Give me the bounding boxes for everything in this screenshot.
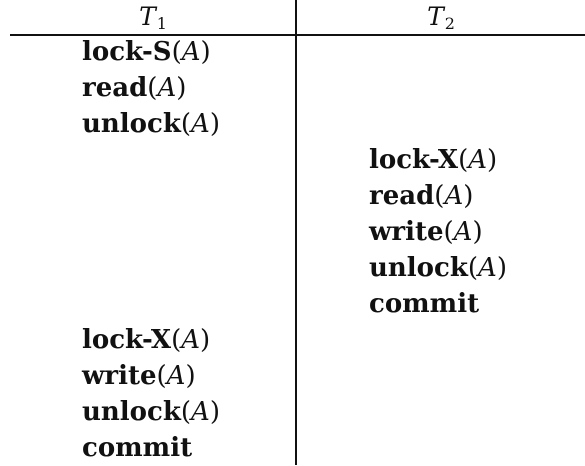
op-variable: A (181, 325, 201, 355)
op-variable: A (181, 37, 201, 67)
op-t1-unlock: unlock(A) (82, 394, 220, 430)
op-keyword: unlock (82, 109, 181, 139)
op-argument: (A) (171, 37, 211, 67)
op-t2-lock-x: lock-X(A) (369, 142, 497, 178)
header-t2: T2 (297, 0, 585, 34)
op-keyword: commit (369, 289, 480, 319)
op-keyword: read (82, 73, 148, 103)
op-variable: A (191, 109, 210, 139)
op-argument: (A) (147, 73, 187, 103)
op-t1-lock-s: lock-S(A) (82, 34, 211, 70)
op-argument: (A) (156, 361, 196, 391)
header-t1: T1 (10, 0, 296, 34)
op-argument: (A) (434, 181, 474, 211)
header-t1-sub: 1 (156, 14, 167, 33)
op-argument: (A) (171, 325, 211, 355)
op-variable: A (166, 361, 186, 391)
op-t1-unlock: unlock(A) (82, 106, 220, 142)
op-variable: A (453, 217, 473, 247)
op-keyword: unlock (82, 397, 181, 427)
op-keyword: commit (82, 433, 193, 463)
op-variable: A (191, 397, 210, 427)
op-variable: A (444, 181, 464, 211)
op-t2-commit: commit (369, 286, 479, 322)
op-argument: (A) (443, 217, 483, 247)
op-argument: (A) (180, 109, 220, 139)
op-t1-commit: commit (82, 430, 192, 466)
op-variable: A (157, 73, 177, 103)
op-keyword: write (369, 217, 444, 247)
header-t2-letter: T (427, 2, 444, 31)
op-t2-read: read(A) (369, 178, 473, 214)
op-variable: A (478, 253, 497, 283)
op-t2-write: write(A) (369, 214, 483, 250)
op-t1-read: read(A) (82, 70, 186, 106)
header-t1-letter: T (139, 2, 156, 31)
op-argument: (A) (458, 145, 498, 175)
op-keyword: lock-S (82, 37, 172, 67)
op-argument: (A) (467, 253, 507, 283)
op-variable: A (468, 145, 488, 175)
op-keyword: read (369, 181, 435, 211)
op-t1-lock-x: lock-X(A) (82, 322, 210, 358)
header-t2-sub: 2 (444, 14, 455, 33)
op-t2-unlock: unlock(A) (369, 250, 507, 286)
op-keyword: lock-X (369, 145, 459, 175)
op-keyword: lock-X (82, 325, 172, 355)
op-keyword: write (82, 361, 157, 391)
op-t1-write: write(A) (82, 358, 196, 394)
header-rule (10, 34, 585, 36)
op-keyword: unlock (369, 253, 468, 283)
op-argument: (A) (180, 397, 220, 427)
column-divider (295, 0, 297, 465)
